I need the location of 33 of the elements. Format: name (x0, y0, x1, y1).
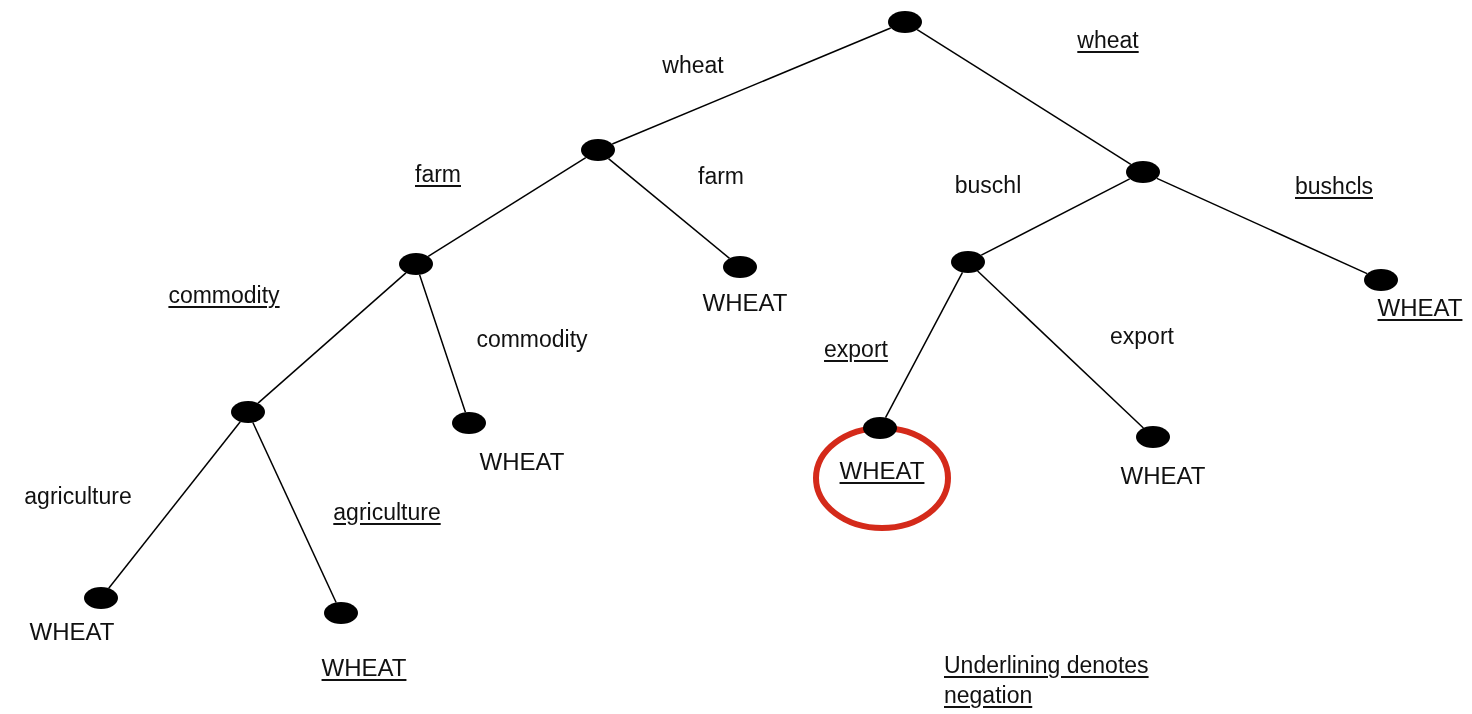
edge-label: commodity (166, 282, 282, 308)
leaf-label: WHEAT (320, 655, 408, 681)
leaf-label: WHEAT (28, 619, 116, 645)
tree-node-dot (399, 253, 433, 275)
tree-branch-line (108, 421, 241, 589)
edge-label: agriculture (22, 483, 134, 509)
tree-branch-line (427, 156, 587, 258)
tree-branch-line (257, 272, 407, 404)
tree-branch-line (916, 28, 1132, 166)
tree-node-dot (1126, 161, 1160, 183)
leaf-label: WHEAT (701, 290, 789, 316)
tree-branch-line (1156, 177, 1368, 275)
edge-label: farm (413, 161, 463, 187)
legend-note: Underlining denotes negation (944, 651, 1150, 710)
tree-branch-line (884, 271, 964, 419)
leaf-label: WHEAT (1376, 295, 1464, 321)
leaf-label: WHEAT (838, 458, 926, 484)
tree-branch-line (980, 178, 1131, 256)
leaf-label: WHEAT (478, 449, 566, 475)
tree-branch-line (976, 270, 1145, 429)
edge-label: bushcls (1293, 173, 1375, 199)
tree-branch-line (607, 157, 731, 260)
tree-branch-line (252, 421, 337, 604)
edge-label: commodity (474, 326, 590, 352)
tree-branch-line (611, 27, 892, 145)
edge-label: wheat (1075, 27, 1141, 53)
tree-branch-line (418, 274, 467, 413)
edge-label: agriculture (331, 499, 443, 525)
leaf-label: WHEAT (1119, 463, 1207, 489)
tree-node-dot (581, 139, 615, 161)
tree-node-dot (888, 11, 922, 33)
tree-node-dot (951, 251, 985, 273)
tree-node-dot (231, 401, 265, 423)
